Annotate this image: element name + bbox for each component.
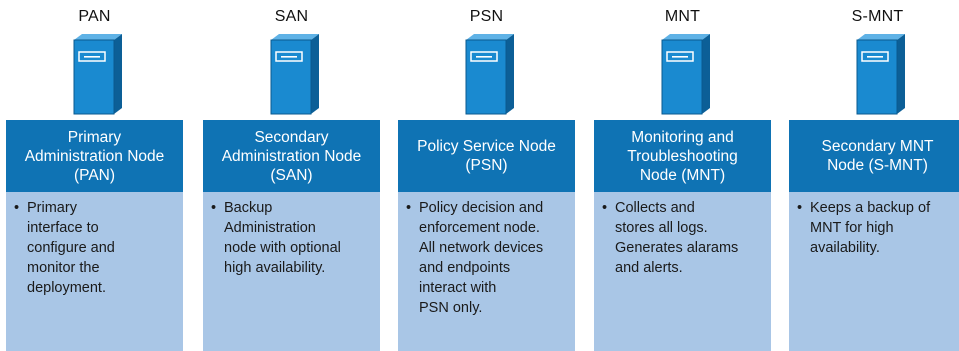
- server-tower-icon: [270, 34, 319, 115]
- node-title: Primary Administration Node (PAN): [24, 128, 165, 184]
- node-description-box: • Policy decision and enforcement node. …: [398, 192, 575, 351]
- bullet-icon: •: [14, 200, 20, 216]
- node-column-s-mnt: S-MNT Secondary MNT Node (S-MNT) • Keeps…: [789, 0, 959, 351]
- node-column-san: SAN Secondary Administration Node (SAN) …: [203, 0, 380, 351]
- node-description: • Collects and stores all logs. Generate…: [602, 198, 767, 278]
- node-label: PSN: [469, 8, 504, 25]
- bullet-icon: •: [797, 200, 803, 216]
- node-label: SAN: [274, 8, 309, 25]
- server-tower-icon: [661, 34, 710, 115]
- node-description: • Primary interface to configure and mon…: [14, 198, 179, 298]
- server-tower-icon: [856, 34, 905, 115]
- node-description: • Backup Administration node with option…: [211, 198, 376, 278]
- node-column-psn: PSN Policy Service Node (PSN) • Policy d…: [398, 0, 575, 351]
- node-title-box: Policy Service Node (PSN): [398, 120, 575, 192]
- node-title-box: Primary Administration Node (PAN): [6, 120, 183, 192]
- node-description-box: • Collects and stores all logs. Generate…: [594, 192, 771, 351]
- node-column-pan: PAN Primary Administration Node (PAN) • …: [6, 0, 183, 351]
- node-title: Secondary Administration Node (SAN): [221, 128, 362, 184]
- node-description: • Keeps a backup of MNT for high availab…: [797, 198, 959, 258]
- node-label: PAN: [78, 8, 111, 25]
- node-column-mnt: MNT Monitoring and Troubleshooting Node …: [594, 0, 771, 351]
- node-title-box: Secondary Administration Node (SAN): [203, 120, 380, 192]
- bullet-icon: •: [406, 200, 412, 216]
- node-description-box: • Primary interface to configure and mon…: [6, 192, 183, 351]
- node-title-box: Secondary MNT Node (S-MNT): [789, 120, 959, 192]
- node-title: Secondary MNT Node (S-MNT): [821, 138, 934, 174]
- node-title-box: Monitoring and Troubleshooting Node (MNT…: [594, 120, 771, 192]
- node-description-box: • Backup Administration node with option…: [203, 192, 380, 351]
- node-description-text: Backup Administration node with optional…: [224, 200, 341, 276]
- node-description-text: Keeps a backup of MNT for high availabil…: [810, 200, 931, 256]
- bullet-icon: •: [602, 200, 608, 216]
- node-description: • Policy decision and enforcement node. …: [406, 198, 571, 318]
- bullet-icon: •: [211, 200, 217, 216]
- node-description-text: Policy decision and enforcement node. Al…: [419, 200, 544, 316]
- node-label: S-MNT: [851, 8, 904, 25]
- node-title: Monitoring and Troubleshooting Node (MNT…: [627, 128, 738, 184]
- server-tower-icon: [73, 34, 122, 115]
- server-tower-icon: [465, 34, 514, 115]
- node-label: MNT: [664, 8, 701, 25]
- node-description-text: Collects and stores all logs. Generates …: [615, 200, 739, 276]
- node-description-text: Primary interface to configure and monit…: [27, 200, 115, 296]
- node-title: Policy Service Node (PSN): [417, 138, 556, 174]
- node-description-box: • Keeps a backup of MNT for high availab…: [789, 192, 959, 351]
